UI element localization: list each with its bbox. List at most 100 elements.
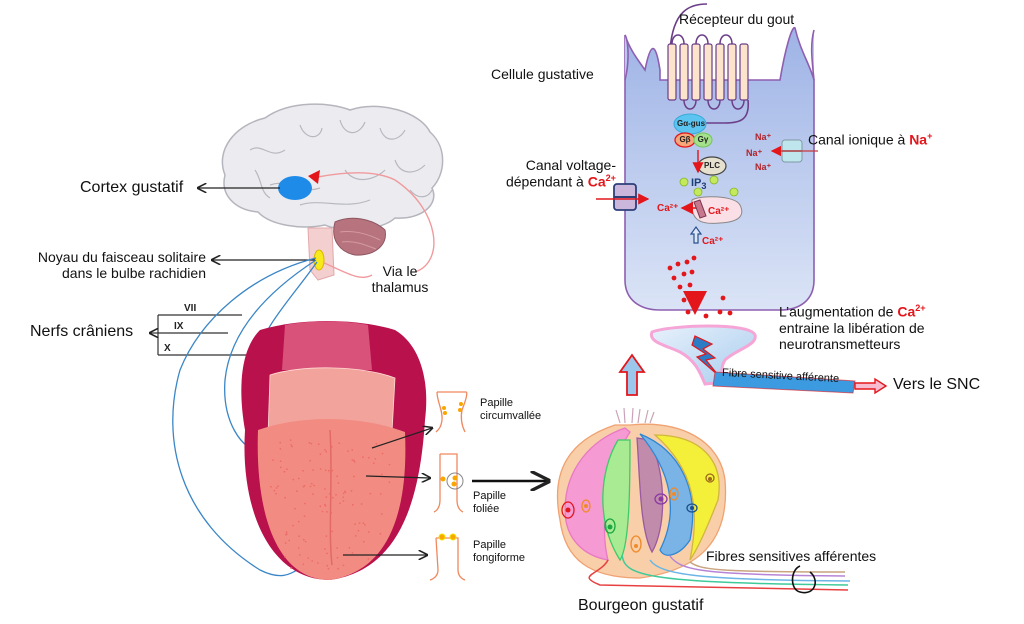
papilla-foliate-line1: Papille (473, 490, 507, 502)
papilla-dot (303, 515, 306, 517)
papilla-dot (325, 496, 328, 498)
ca-charge: 2+ (605, 173, 616, 184)
papilla-dot (372, 462, 375, 465)
na-ion-1: Na⁺ (755, 132, 772, 142)
papilla-dot (381, 473, 383, 476)
release-ca-symbol: Ca (897, 303, 916, 320)
papilla-dot (330, 512, 333, 514)
papilla-dot (330, 445, 333, 448)
nucleus-label: Noyau du faisceau solitaire dans le bulb… (28, 249, 206, 281)
papilla-dot (326, 564, 329, 567)
papilla-dot (316, 562, 319, 564)
receptor-helix (727, 43, 737, 101)
papilla-fungiform-line2: fongiforme (473, 551, 525, 564)
papilla-fungiform-drawing (429, 533, 466, 581)
papilla-foliate-label: Papille foliée (473, 490, 506, 515)
ca-released-label: Ca²⁺ (657, 203, 679, 214)
nerve-x-label: X (164, 343, 171, 354)
papilla-dot (312, 469, 314, 471)
release-label: L’augmentation de Ca2+ entraine la libér… (779, 303, 926, 352)
papilla-dot (337, 567, 339, 570)
papilla-dot (292, 478, 295, 481)
papilla-dot (388, 463, 391, 466)
papilla-dot (353, 461, 356, 463)
tongue-papillae-dots (270, 439, 391, 570)
papilla-dot (279, 460, 282, 463)
papilla-dot (357, 529, 360, 532)
papilla-dot (302, 563, 305, 566)
vesicle (691, 255, 697, 261)
ip3-molecules (679, 175, 739, 197)
papilla-dot (328, 493, 331, 495)
papilla-dot (284, 556, 286, 558)
ca-influx-arrow (689, 225, 703, 244)
thalamus-label: Via le thalamus (360, 263, 440, 295)
papilla-circumvallate-line1: Papille (480, 397, 514, 409)
taste-bud (556, 407, 727, 579)
papilla-dot (335, 493, 337, 496)
ca-channel-label-line1: Canal voltage- (525, 157, 616, 173)
nerve-vii-label: VII (184, 303, 197, 314)
papilla-dot (326, 552, 328, 555)
papilla-dot (367, 531, 370, 533)
fibres-label: Fibres sensitives afférentes (706, 548, 877, 564)
ca-influx-label: Ca²⁺ (702, 236, 724, 247)
papilla-fungiform-line1: Papille (473, 539, 507, 551)
ca-ion-symbol: Ca (587, 173, 606, 190)
papilla-dot (337, 482, 340, 484)
to-cns-label: Vers le SNC (893, 376, 981, 393)
papilla-dot (329, 471, 332, 474)
papilla-dot (297, 547, 300, 549)
na-ion-2: Na⁺ (746, 148, 763, 158)
papilla-dot (326, 511, 328, 513)
papilla-dot (348, 546, 351, 549)
papilla-dot (292, 524, 294, 527)
papilla-dot (350, 490, 353, 492)
papilla-dot (279, 466, 282, 469)
papilla-dot (364, 524, 366, 526)
papilla-dot (307, 557, 310, 559)
ip3-label: IP3 (691, 177, 707, 191)
papilla-dot (324, 488, 326, 490)
papilla-dot (342, 500, 345, 502)
papilla-dot (354, 534, 357, 537)
gustatory-cortex-region (278, 176, 312, 200)
papilla-dot (336, 475, 338, 478)
receptor-helix (691, 43, 701, 101)
vesicle (687, 282, 693, 288)
vesicle (677, 284, 683, 290)
papilla-foliate-drawing (433, 453, 464, 513)
papilla-dot (362, 456, 364, 458)
papilla-dot (285, 531, 288, 534)
papilla-dot (304, 502, 306, 505)
g-gamma-subunit (693, 132, 713, 148)
papilla-dot (324, 448, 326, 451)
bud-label: Bourgeon gustatif (578, 597, 704, 614)
papilla-circumvallate-drawing (435, 391, 468, 433)
papilla-dot (319, 505, 322, 508)
papilla-dot (275, 487, 278, 489)
papilla-dot (331, 496, 334, 499)
papilla-dot (351, 459, 354, 461)
papilla-dot (279, 448, 282, 450)
g-gamma-label: Gγ (697, 135, 709, 144)
papilla-dot (277, 485, 279, 488)
cortex-label: Cortex gustatif (80, 179, 184, 196)
papilla-dot (381, 452, 384, 455)
papilla-circumvallate-label: Papille circumvallée (480, 397, 541, 422)
cranial-nerves-label: Nerfs crâniens (30, 323, 134, 340)
papilla-dot (374, 458, 377, 460)
papilla-dot (279, 441, 282, 444)
papilla-dot (321, 510, 324, 513)
na-channel-label-text: Canal ionique à (808, 131, 910, 148)
na-ion-3: Na⁺ (755, 162, 772, 172)
vesicle (703, 313, 709, 319)
papilla-dot (338, 442, 341, 444)
release-label-line2: entraine la libération de (779, 319, 925, 336)
papilla-dot (310, 482, 313, 485)
cell-label: Cellule gustative (491, 66, 594, 82)
papilla-dot (353, 475, 355, 478)
vesicle (720, 295, 726, 301)
vesicle (667, 265, 673, 271)
